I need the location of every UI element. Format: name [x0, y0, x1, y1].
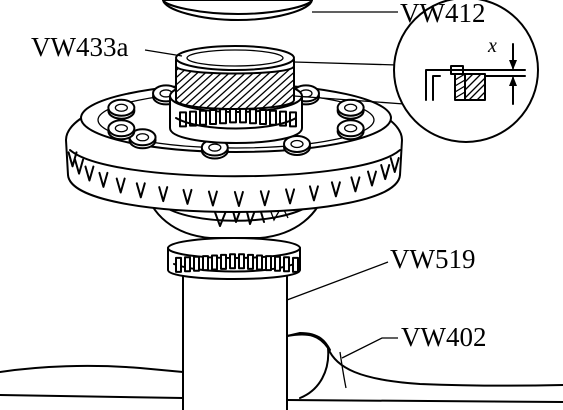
- crown-wheel-teeth: [67, 151, 400, 207]
- hub-slot: [239, 107, 247, 124]
- bolt-head: [336, 119, 365, 141]
- gear-tooth: [233, 190, 244, 207]
- vw519-column: [182, 271, 288, 410]
- roller: [211, 254, 218, 271]
- gear-tooth: [98, 171, 109, 188]
- leader-lines: [144, 11, 398, 359]
- gear-tooth: [207, 190, 218, 207]
- roller: [184, 256, 191, 273]
- hub-slot: [279, 110, 287, 127]
- bolt-head: [283, 134, 311, 156]
- gear-tooth: [380, 164, 391, 181]
- gear-tooth: [259, 190, 270, 207]
- hub-slot: [189, 110, 197, 127]
- bearing-rollers: [175, 253, 299, 273]
- vw433a-thrust-piece: [175, 45, 295, 110]
- roller: [202, 255, 209, 272]
- hub-slot: [249, 108, 257, 125]
- vw412-disc: [162, 0, 313, 21]
- hub-slot: [219, 108, 227, 125]
- gear-tooth: [182, 188, 193, 205]
- lower-bearing-ring: [167, 237, 301, 280]
- gear-tooth: [308, 185, 319, 202]
- hub-slot: [269, 109, 277, 126]
- gear-tooth: [350, 176, 361, 193]
- gear-tooth: [158, 186, 169, 203]
- roller: [283, 256, 290, 273]
- gear-tooth: [74, 158, 85, 175]
- gear-tooth: [84, 165, 95, 182]
- gear-tooth: [366, 170, 377, 187]
- gear-tooth: [330, 181, 341, 198]
- hub-slot: [259, 109, 267, 125]
- gear-tooth: [135, 182, 146, 199]
- label-vw433a: VW433a: [31, 32, 128, 62]
- detail-magnifier: [293, 0, 539, 143]
- roller: [193, 255, 200, 272]
- gear-tooth: [285, 188, 296, 205]
- label-vw412: VW412: [400, 0, 485, 28]
- hub-slot: [199, 109, 207, 126]
- dimension-x-label: x: [487, 35, 497, 57]
- bolt-head: [107, 98, 136, 120]
- bolt-head: [107, 119, 136, 141]
- bolt-head: [336, 98, 365, 120]
- hub-slot: [229, 107, 237, 124]
- gear-tooth: [115, 177, 126, 194]
- roller: [292, 256, 299, 273]
- roller: [229, 253, 236, 270]
- roller: [265, 255, 272, 272]
- gear-tooth: [389, 157, 400, 174]
- vw402-base-plate: [0, 332, 563, 403]
- roller: [256, 254, 263, 271]
- hub-slot: [209, 109, 217, 125]
- roller: [238, 253, 245, 270]
- label-vw519: VW519: [390, 244, 475, 274]
- gear-tooth: [67, 151, 78, 168]
- label-vw402: VW402: [401, 322, 486, 352]
- roller: [175, 256, 182, 273]
- roller: [220, 253, 227, 270]
- roller: [247, 253, 254, 270]
- roller: [274, 255, 281, 272]
